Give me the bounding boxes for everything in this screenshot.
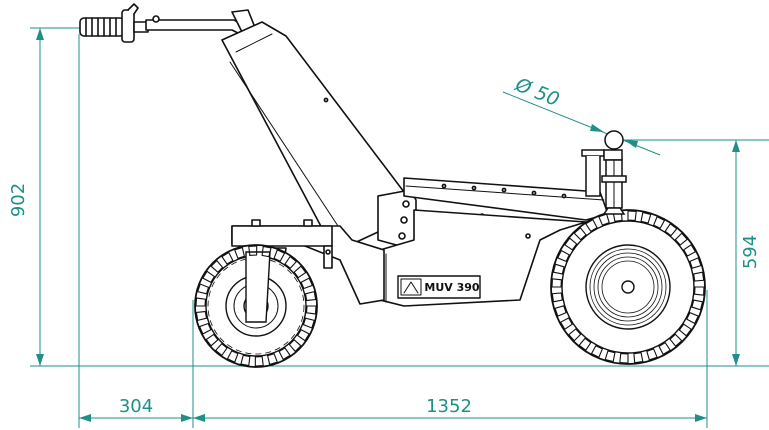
tire-tread-block	[584, 218, 598, 233]
column-pivot-bracket	[377, 189, 417, 247]
tire-tread-block	[284, 255, 298, 269]
tire-tread-block	[552, 263, 565, 275]
arrow-overhang-right	[181, 414, 193, 422]
tire-tread-block	[288, 339, 302, 353]
dim-label-hitch-height: 594	[740, 235, 761, 269]
rear-wheel	[550, 209, 706, 365]
arrow-ball-b	[624, 140, 638, 148]
tire-tread-block	[578, 337, 592, 351]
arrow-height-bottom	[36, 354, 44, 366]
tire-tread-block	[646, 348, 658, 361]
tire-tread-block	[214, 343, 228, 357]
tire-tread-block	[198, 322, 212, 335]
tire-tread-block	[640, 211, 652, 224]
tire-tread-block	[197, 283, 210, 295]
tire-tread-block	[300, 277, 314, 290]
tire-tread-block	[261, 245, 272, 258]
tire-tread-block	[627, 210, 637, 221]
tire-tread-block	[686, 311, 699, 325]
dim-label-wheelbase: 1352	[426, 396, 472, 417]
arrow-hitch-top	[732, 140, 740, 152]
tire-tread-block	[195, 310, 208, 322]
tire-tread-block	[305, 305, 317, 315]
tire-tread-block	[293, 265, 307, 279]
tire-tread-block	[273, 249, 286, 262]
tire-tread-block	[278, 347, 291, 361]
tire-tread-block	[691, 299, 704, 311]
tire-tread-block	[590, 345, 604, 358]
tire-tread-block	[567, 328, 582, 342]
tire-tread-block	[669, 333, 683, 348]
dimension-lines	[30, 27, 769, 428]
dim-label-front-overhang: 304	[119, 396, 153, 417]
tire-tread-block	[554, 305, 567, 317]
tire-tread-block	[221, 251, 234, 265]
tire-tread-block	[678, 323, 692, 337]
arrow-ball-a	[590, 124, 604, 132]
tire-tread-block	[195, 297, 207, 307]
tire-tread-block	[254, 356, 264, 367]
tire-tread-block	[234, 246, 246, 259]
model-badge-text: MUV 390	[424, 281, 480, 294]
handle-grip	[79, 3, 149, 43]
tire-tread-block	[304, 290, 317, 302]
tire-tread-block	[240, 354, 251, 367]
tire-tread-block	[619, 353, 629, 364]
tire-tread-block	[633, 352, 644, 364]
arrow-height-top	[36, 28, 44, 40]
tire-tread-block	[296, 328, 310, 342]
tire-tread-block	[266, 353, 278, 366]
arrow-hitch-bottom	[732, 354, 740, 366]
tire-tread-block	[205, 333, 219, 347]
tire-tread-block	[658, 341, 672, 356]
tire-tread-block	[226, 350, 239, 363]
arrow-wheelbase-left	[193, 414, 205, 422]
tire-tread-block	[682, 243, 697, 257]
arrow-overhang-left	[79, 414, 91, 422]
tire-tread-block	[652, 216, 666, 229]
tire-tread-block	[302, 317, 315, 329]
tire-tread-block	[564, 237, 578, 251]
dim-label-overall-height: 902	[8, 183, 29, 217]
tire-tread-block	[674, 232, 689, 246]
tiller-column	[221, 21, 405, 246]
tire-tread-block	[210, 259, 224, 273]
tire-tread-block	[559, 317, 574, 331]
tire-tread-block	[694, 286, 705, 296]
tire-tread-block	[557, 249, 570, 263]
tire-tread-block	[551, 278, 562, 288]
tire-tread-block	[202, 270, 216, 284]
tire-tread-block	[573, 226, 587, 241]
tow-hitch	[581, 130, 627, 215]
front-wheel	[194, 244, 318, 368]
arrow-wheelbase-right	[695, 414, 707, 422]
tire-tread-block	[551, 292, 563, 303]
tire-tread-block	[604, 350, 616, 363]
tire-tread-block	[693, 271, 705, 282]
tire-tread-block	[248, 245, 258, 256]
tire-tread-block	[664, 223, 678, 237]
tire-tread-block	[689, 257, 702, 269]
tiller-bar	[145, 19, 245, 35]
machine-outline	[79, 3, 609, 317]
tow-ball	[604, 130, 624, 150]
